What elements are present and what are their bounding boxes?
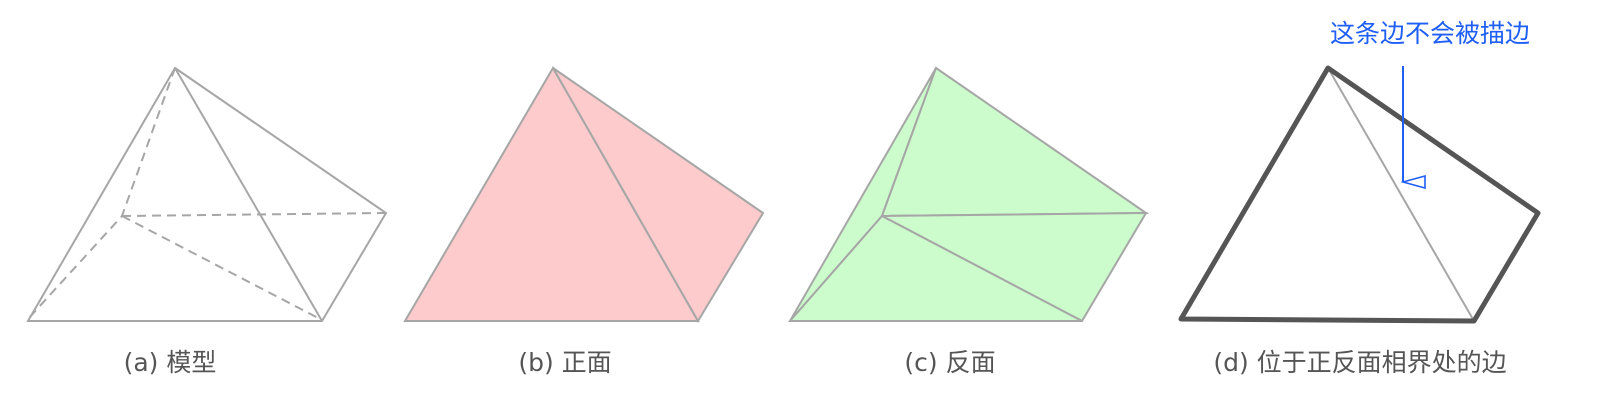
caption-silhouette: (d) 位于正反面相界处的边 (1213, 348, 1507, 377)
caption-front: (b) 正面 (518, 348, 612, 377)
panel-d-silhouette (1178, 65, 1541, 324)
panel-b-front-faces (403, 66, 765, 323)
caption-back: (c) 反面 (904, 348, 996, 377)
model-hidden-edge-diagonal (121, 215, 323, 321)
caption-model: (a) 模型 (123, 348, 217, 377)
front-face-right (552, 67, 765, 323)
interior-edge (1327, 67, 1475, 322)
panel-a-model (26, 66, 388, 322)
panel-c-back-faces (787, 66, 1150, 323)
back-face-bottom (787, 214, 1083, 322)
silhouette-outline (1178, 65, 1541, 324)
model-outline (26, 66, 388, 322)
back-face-top (880, 66, 1150, 218)
callout-label: 这条边不会被描边 (1329, 19, 1530, 48)
model-front-edge (174, 67, 323, 322)
model-hidden-edge-back (121, 212, 387, 217)
